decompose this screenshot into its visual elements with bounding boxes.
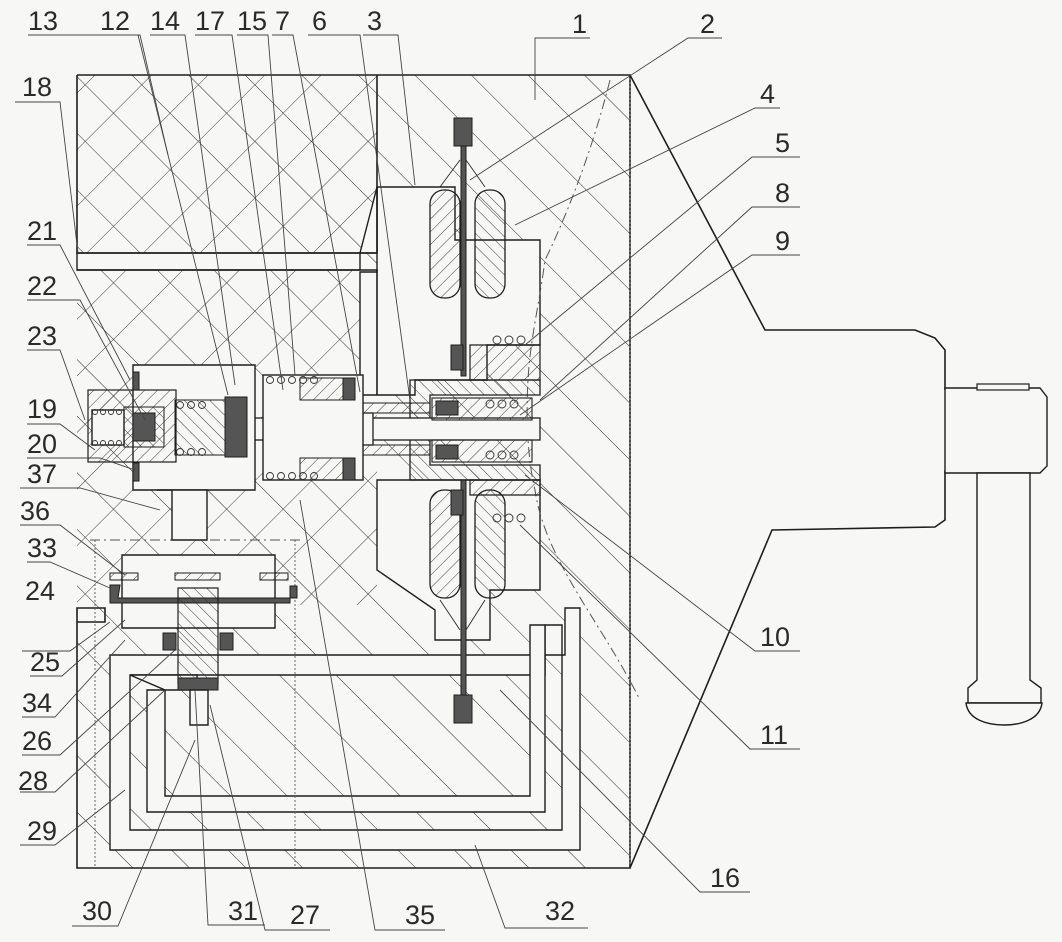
label-1: 1 <box>572 9 587 39</box>
label-18: 18 <box>22 72 52 102</box>
label-34: 34 <box>22 688 52 718</box>
label-22: 22 <box>27 271 57 301</box>
label-9: 9 <box>775 226 790 256</box>
label-7: 7 <box>275 6 290 36</box>
label-16: 16 <box>710 863 740 893</box>
label-11: 11 <box>760 720 788 750</box>
label-17: 17 <box>195 6 225 36</box>
label-10: 10 <box>760 622 790 652</box>
label-21: 21 <box>27 216 57 246</box>
piston-rod <box>177 587 219 684</box>
label-underlines <box>15 34 800 931</box>
label-8: 8 <box>775 178 790 208</box>
label-2: 2 <box>700 9 715 39</box>
left-valve-assembly <box>262 374 364 481</box>
label-15: 15 <box>237 6 267 36</box>
valve-19-20 <box>87 371 177 482</box>
right-bushing <box>431 397 533 463</box>
diaphragm-assembly <box>429 117 506 724</box>
handle-grip <box>967 472 1042 704</box>
handle-knob <box>965 702 1043 726</box>
handle-body <box>629 74 1048 869</box>
profile-dashed-line <box>526 79 641 701</box>
spring-upper-right <box>492 335 526 345</box>
seal-upper-hub <box>450 344 464 371</box>
label-6: 6 <box>312 6 327 36</box>
label-5: 5 <box>775 128 790 158</box>
label-33: 33 <box>27 533 57 563</box>
label-12: 12 <box>100 6 130 36</box>
central-hub <box>409 379 541 481</box>
label-36: 36 <box>20 496 50 526</box>
label-13: 13 <box>28 6 58 36</box>
label-24: 24 <box>25 576 55 606</box>
label-28: 28 <box>18 766 48 796</box>
label-31: 31 <box>228 896 258 926</box>
spring-lower-right <box>492 513 526 523</box>
label-35: 35 <box>405 900 435 930</box>
label-3: 3 <box>367 6 382 36</box>
hub-upper <box>469 344 541 381</box>
label-30: 30 <box>82 896 112 926</box>
label-29: 29 <box>27 816 57 846</box>
part-labels: 13 12 14 17 15 7 6 3 1 2 4 5 8 9 18 21 2… <box>18 6 790 930</box>
hub-lower <box>469 479 541 496</box>
seal-lower-hub <box>450 489 464 516</box>
label-37: 37 <box>27 459 57 489</box>
label-23: 23 <box>27 321 57 351</box>
label-4: 4 <box>760 79 775 109</box>
lower-chamber <box>109 489 298 726</box>
label-19: 19 <box>27 394 57 424</box>
label-27: 27 <box>290 900 320 930</box>
handle-collar <box>944 387 1048 474</box>
label-25: 25 <box>30 647 60 677</box>
label-26: 26 <box>22 726 52 756</box>
label-32: 32 <box>545 896 575 926</box>
label-20: 20 <box>27 429 57 459</box>
label-14: 14 <box>150 6 180 36</box>
